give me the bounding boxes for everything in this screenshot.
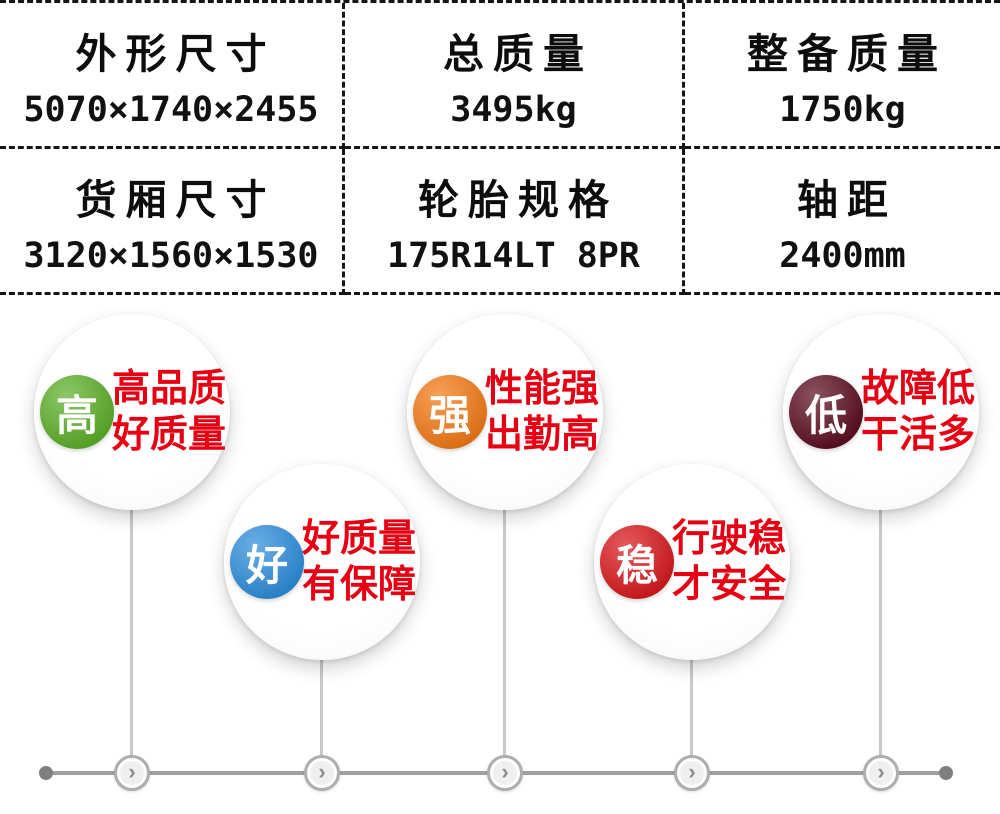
timeline-node: › [114, 755, 150, 791]
spec-table: 外形尺寸 5070×1740×2455 总质量 3495kg 整备质量 1750… [0, 0, 1000, 295]
connector-line [503, 500, 506, 775]
spec-label: 总质量 [443, 30, 593, 77]
spec-cell-cargo-dimensions: 货厢尺寸 3120×1560×1530 [0, 149, 345, 295]
spec-cell-gross-weight: 总质量 3495kg [345, 3, 685, 149]
feature-line2: 干活多 [861, 414, 976, 456]
spec-label: 轮胎规格 [418, 176, 618, 223]
feature-text: 故障低 干活多 [861, 366, 975, 458]
feature-line1: 行驶稳 [672, 518, 787, 560]
feature-circle-strong: 强 性能强 出勤高 [407, 314, 603, 510]
timeline-end-dot-right [939, 766, 953, 780]
spec-value: 175R14LT 8PR [387, 235, 640, 276]
chevron-right-icon: › [128, 759, 136, 784]
spec-cell-tire-spec: 轮胎规格 175R14LT 8PR [345, 149, 685, 295]
spec-value: 1750kg [779, 89, 906, 130]
timeline-node: › [674, 755, 710, 791]
spec-label: 整备质量 [747, 30, 947, 77]
feature-circle-good: 好 好质量 有保障 [224, 464, 420, 660]
chevron-right-icon: › [688, 759, 696, 784]
timeline-node: › [487, 755, 523, 791]
connector-line [690, 650, 693, 775]
spec-cell-wheelbase: 轴距 2400mm [685, 149, 1000, 295]
spec-value: 3120×1560×1530 [23, 235, 319, 276]
chevron-right-icon: › [877, 759, 885, 784]
feature-badge-stable: 稳 [600, 525, 674, 599]
feature-text: 高品质 好质量 [112, 366, 226, 458]
feature-line1: 故障低 [861, 368, 976, 410]
timeline-node: › [304, 755, 340, 791]
feature-line1: 高品质 [112, 368, 227, 410]
feature-circle-low: 低 故障低 干活多 [783, 314, 979, 510]
chevron-right-icon: › [501, 759, 509, 784]
feature-line2: 出勤高 [485, 414, 600, 456]
spec-cell-curb-weight: 整备质量 1750kg [685, 3, 1000, 149]
feature-line2: 才安全 [672, 564, 787, 606]
feature-badge-low: 低 [789, 375, 863, 449]
spec-value: 3495kg [450, 89, 577, 130]
timeline-node: › [863, 755, 899, 791]
feature-line2: 好质量 [112, 414, 227, 456]
feature-badge-strong: 强 [413, 375, 487, 449]
spec-label: 轴距 [797, 176, 897, 223]
spec-cell-overall-dimensions: 外形尺寸 5070×1740×2455 [0, 3, 345, 149]
feature-line1: 好质量 [302, 518, 417, 560]
connector-line [130, 500, 133, 775]
feature-circle-high: 高 高品质 好质量 [34, 314, 230, 510]
feature-line1: 性能强 [485, 368, 600, 410]
spec-value: 5070×1740×2455 [23, 89, 319, 130]
connector-line [879, 500, 882, 775]
feature-text: 性能强 出勤高 [485, 366, 599, 458]
feature-badge-high: 高 [40, 375, 114, 449]
feature-text: 行驶稳 才安全 [672, 516, 786, 608]
feature-line2: 有保障 [302, 564, 417, 606]
feature-text: 好质量 有保障 [302, 516, 416, 608]
timeline-end-dot-left [39, 766, 53, 780]
spec-label: 外形尺寸 [75, 30, 276, 77]
connector-line [320, 650, 323, 775]
feature-circle-stable: 稳 行驶稳 才安全 [594, 464, 790, 660]
feature-badge-good: 好 [230, 525, 304, 599]
chevron-right-icon: › [318, 759, 326, 784]
spec-value: 2400mm [779, 235, 906, 276]
spec-label: 货厢尺寸 [75, 176, 276, 223]
